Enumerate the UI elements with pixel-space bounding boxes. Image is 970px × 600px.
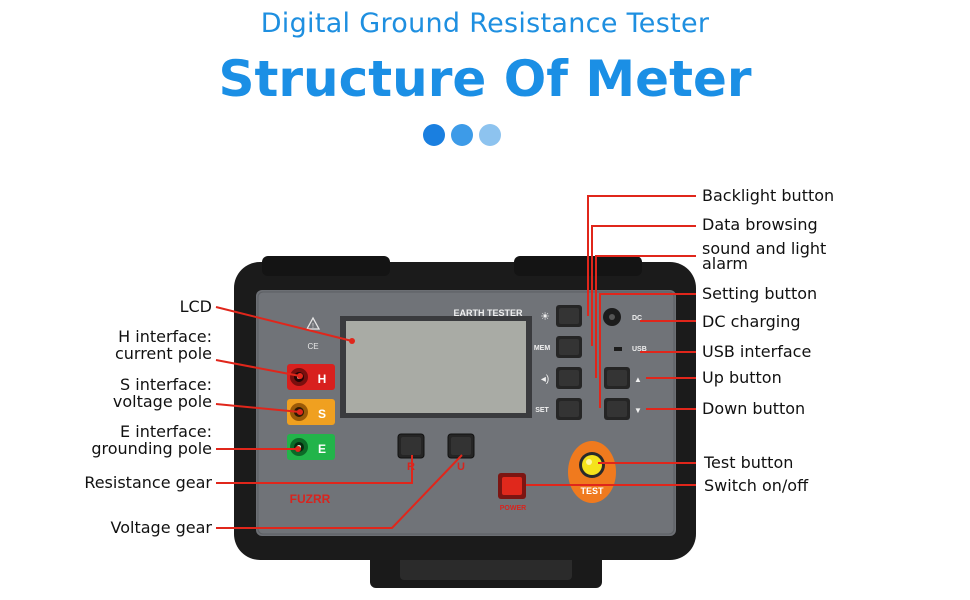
callout-data-browsing: Data browsing [702, 216, 818, 233]
svg-text:!: ! [312, 323, 314, 330]
callout-lcd-line1: LCD [179, 297, 212, 316]
callout-line-resistance [216, 455, 413, 484]
usb-port[interactable]: USB [614, 346, 647, 353]
callout-usb: USB interface [702, 343, 811, 360]
callout-test-line1: Test button [704, 453, 794, 472]
callout-backlight-line1: Backlight button [702, 186, 835, 205]
left-callout-lines [215, 306, 463, 529]
callout-dc-line1: DC charging [702, 312, 801, 331]
up-arrow-icon: ▲ [634, 375, 642, 384]
callout-resistance-gear: Resistance gear [84, 474, 212, 491]
callout-down: Down button [702, 400, 805, 417]
callout-line-h [215, 359, 301, 377]
speaker-icon: ◂) [541, 374, 549, 385]
e-jack-label: E [318, 442, 326, 456]
mem-key-label: MEM [534, 345, 551, 352]
callout-e-interface: E interface: grounding pole [91, 423, 212, 457]
s-jack-label: S [318, 407, 326, 421]
power-switch[interactable]: POWER [498, 473, 526, 512]
callout-line-alarm [595, 255, 696, 378]
voltage-gear-key[interactable]: U [447, 433, 475, 473]
decorative-dots [423, 124, 501, 146]
backlight-key[interactable]: ☀ [540, 305, 582, 327]
case-hinge-right [514, 256, 642, 276]
callout-line-voltage [216, 454, 463, 529]
callout-voltage-line1: Voltage gear [110, 518, 212, 537]
dot-3 [479, 124, 501, 146]
page-subtitle: Digital Ground Resistance Tester [260, 8, 710, 39]
callout-alarm: sound and light alarm [702, 239, 827, 273]
test-label: TEST [580, 486, 604, 496]
sun-icon: ☀ [540, 311, 550, 323]
e-jack[interactable]: E [287, 434, 335, 460]
callout-line-backlight [587, 195, 696, 316]
alarm-key[interactable]: ◂) [541, 367, 582, 389]
panel-label: EARTH TESTER [453, 308, 523, 318]
h-jack-label: H [318, 372, 327, 386]
callout-alarm-line2: alarm [702, 254, 748, 273]
callout-line-s [215, 403, 301, 413]
callout-s-line2: voltage pole [112, 392, 212, 411]
ce-mark: CE [307, 342, 318, 351]
callout-dot-e [295, 446, 301, 452]
callout-up: Up button [702, 369, 782, 386]
callout-e-line2: grounding pole [91, 439, 212, 458]
callout-h-line1: H interface: [118, 327, 212, 346]
callout-backlight: Backlight button [702, 187, 834, 204]
dc-port-label: DC [632, 315, 642, 322]
mem-key[interactable]: MEM [534, 336, 582, 358]
up-key[interactable]: ▲ [604, 367, 642, 389]
callout-dot-h [297, 373, 303, 379]
callout-line-lcd [215, 306, 353, 342]
case-hinge-left [262, 256, 390, 276]
callout-usb-line1: USB interface [702, 342, 812, 361]
callout-s-line1: S interface: [120, 375, 212, 394]
dc-port[interactable]: DC [603, 308, 642, 326]
callout-alarm-line1: sound and light [702, 239, 827, 258]
callout-browsing-line1: Data browsing [702, 215, 818, 234]
callout-setting-line1: Setting button [702, 284, 818, 303]
callout-voltage-gear: Voltage gear [111, 519, 212, 536]
brand-logo: FUZRR [290, 492, 331, 506]
dot-1 [423, 124, 445, 146]
set-key[interactable]: SET [535, 398, 582, 420]
callout-setting: Setting button [702, 285, 817, 302]
test-button[interactable]: TEST [568, 441, 616, 503]
left-callout-dots [295, 338, 355, 452]
usb-port-label: USB [632, 346, 647, 353]
h-jack[interactable]: H [287, 364, 335, 390]
callout-resistance-line1: Resistance gear [84, 473, 212, 492]
callout-dc-charging: DC charging [702, 313, 801, 330]
voltage-gear-label: U [457, 461, 465, 473]
down-arrow-icon: ▼ [634, 406, 642, 415]
resistance-gear-key[interactable]: R [397, 433, 425, 473]
callout-lcd: LCD [180, 298, 212, 315]
callout-switch-line1: Switch on/off [704, 476, 809, 495]
callout-dot-s [297, 409, 303, 415]
down-key[interactable]: ▼ [604, 398, 642, 420]
callout-h-line2: current pole [114, 344, 212, 363]
callout-up-line1: Up button [702, 368, 782, 387]
page-title: Structure Of Meter [218, 50, 752, 108]
case-handle-grip [400, 556, 572, 580]
callout-down-line1: Down button [702, 399, 806, 418]
callout-s-interface: S interface: voltage pole [113, 376, 212, 410]
callout-line-browsing [591, 225, 696, 346]
right-callout-lines [526, 195, 696, 486]
dot-2 [451, 124, 473, 146]
warning-icon: ! [305, 316, 321, 330]
callout-dot-lcd [349, 338, 355, 344]
callout-test: Test button [704, 454, 793, 471]
power-label: POWER [500, 505, 526, 512]
callout-line-setting [599, 293, 696, 408]
lcd-screen [346, 321, 526, 413]
callout-h-interface: H interface: current pole [115, 328, 212, 362]
callout-switch: Switch on/off [704, 477, 808, 494]
set-key-label: SET [535, 407, 549, 414]
callout-e-line1: E interface: [120, 422, 212, 441]
